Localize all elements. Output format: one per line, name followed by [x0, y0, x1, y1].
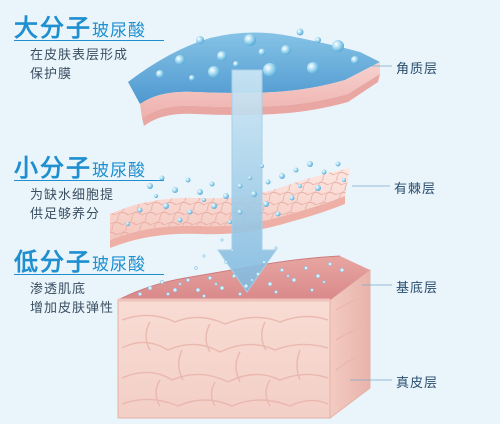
low-molecule-title-small: 玻尿酸 [92, 255, 146, 275]
description-line: 在皮肤表层形成 [30, 48, 129, 63]
large-molecule-title-small: 玻尿酸 [92, 21, 146, 41]
large-molecule-description: 在皮肤表层形成 保护膜 [30, 46, 128, 84]
low-molecule-description: 渗透肌底 增加皮肤弹性 [30, 280, 114, 318]
low-molecule-title: 低分子玻尿酸 [14, 242, 146, 277]
small-molecule-title-big: 小分子 [14, 154, 92, 182]
small-molecule-droplets [126, 161, 346, 226]
title-underline [14, 274, 164, 275]
title-underline [14, 180, 164, 181]
description-line: 供足够养分 [30, 207, 101, 222]
spinous-layer [110, 168, 350, 248]
low-molecule-droplets [138, 238, 345, 298]
layer-label-stratum-corneum: 角质层 [396, 62, 439, 77]
dermis-block [117, 269, 371, 419]
small-molecule-title: 小分子玻尿酸 [14, 148, 146, 183]
leader-lines [350, 65, 392, 381]
layer-label-spinous: 有棘层 [394, 182, 437, 197]
layer-label-dermis: 真皮层 [396, 376, 439, 391]
large-molecule-title-big: 大分子 [14, 14, 92, 42]
large-molecule-title: 大分子玻尿酸 [14, 8, 146, 43]
description-line: 为缺水细胞提 [30, 188, 115, 203]
description-line: 增加皮肤弹性 [30, 301, 115, 316]
title-underline [14, 40, 164, 41]
layer-label-basal: 基底层 [396, 281, 439, 296]
penetration-arrow [217, 69, 277, 293]
description-line: 渗透肌底 [30, 282, 87, 297]
small-molecule-description: 为缺水细胞提 供足够养分 [30, 186, 114, 224]
small-molecule-title-small: 玻尿酸 [92, 161, 146, 181]
description-line: 保护膜 [30, 67, 73, 82]
low-molecule-title-big: 低分子 [14, 248, 92, 276]
stratum-corneum-layer [128, 32, 380, 126]
large-molecule-droplets [156, 28, 359, 81]
